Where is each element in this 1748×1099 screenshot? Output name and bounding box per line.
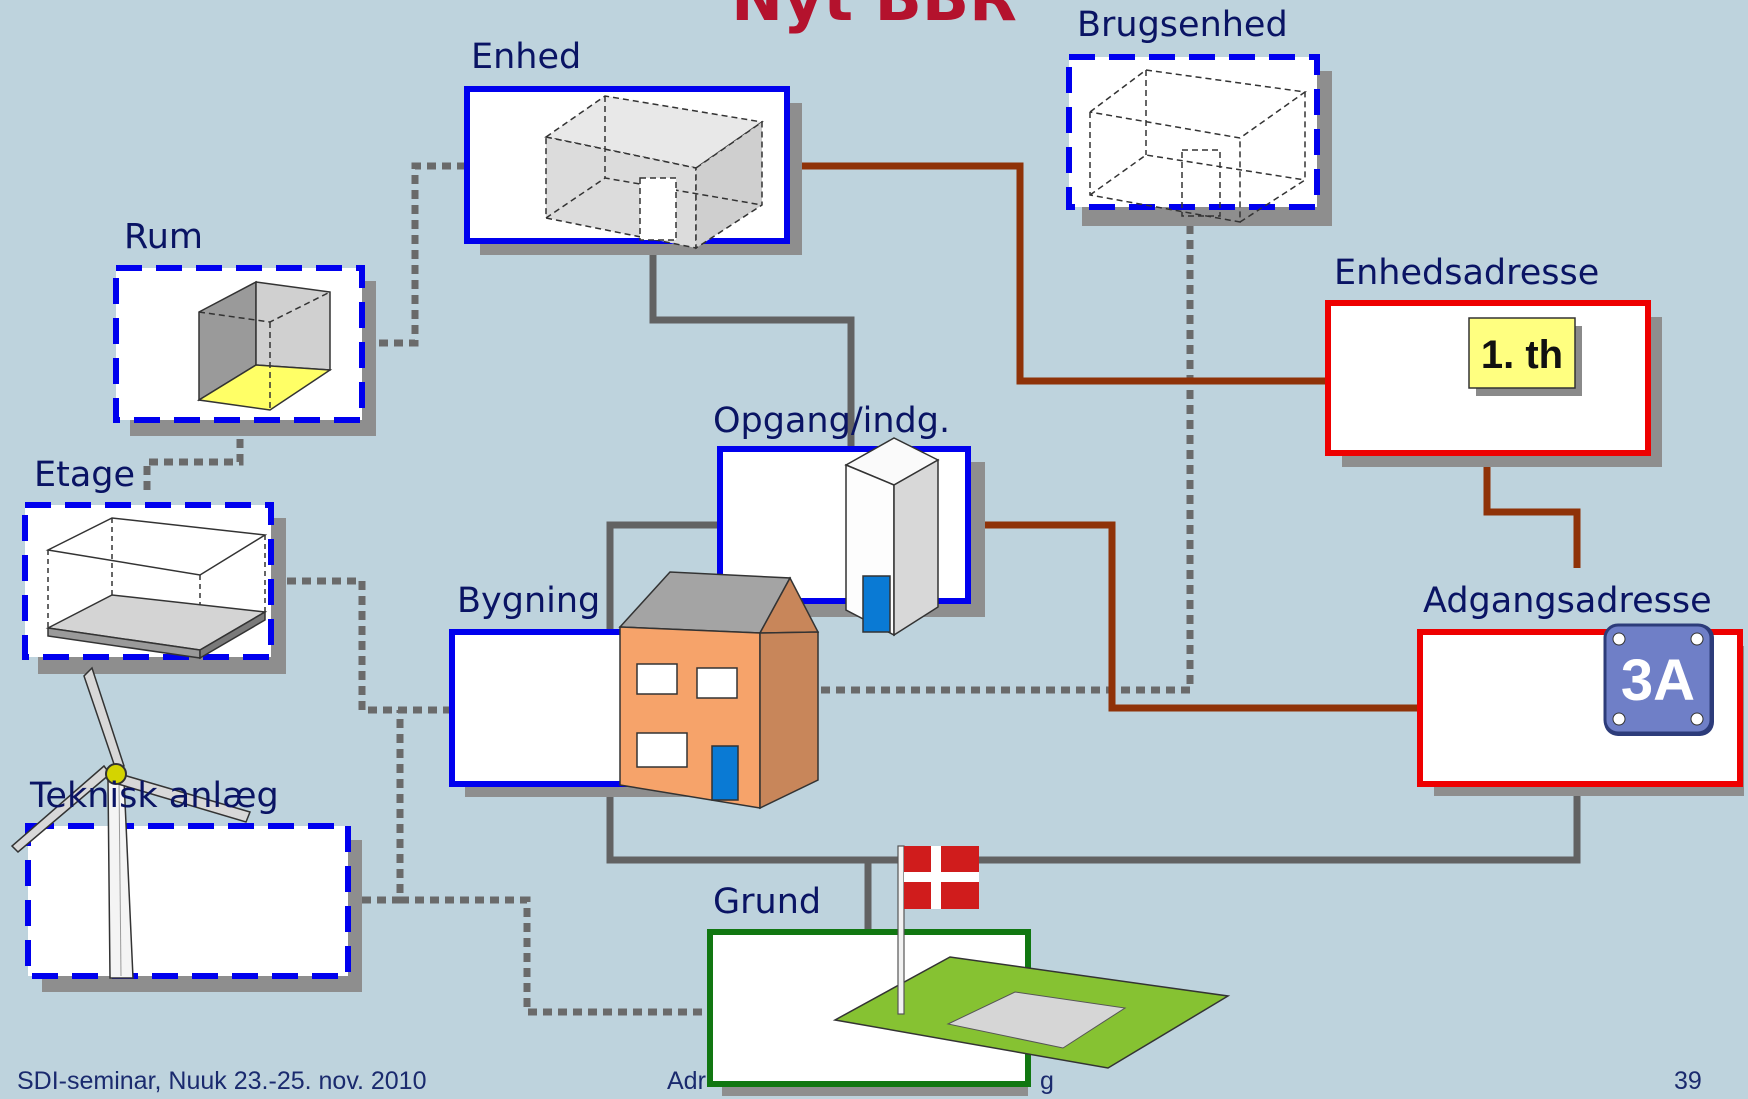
box-brugsenhed[interactable] xyxy=(1066,54,1332,226)
connector-enhed-opgang xyxy=(649,244,855,447)
house-number-plate: 3A xyxy=(1603,623,1714,736)
page-number: 39 xyxy=(1674,1067,1702,1095)
land-plot-icon xyxy=(832,956,1231,1069)
house-icon xyxy=(618,571,820,810)
stairwell-icon xyxy=(844,437,940,637)
connectors-gray xyxy=(606,244,1581,932)
footer-event: SDI-seminar, Nuuk 23.-25. nov. 2010 xyxy=(17,1067,427,1095)
connector-brugsenhed-bygning xyxy=(818,210,1194,694)
floor-door-sign: 1. th xyxy=(1468,317,1582,396)
box-rum[interactable] xyxy=(113,265,376,436)
connectors-dotted xyxy=(143,162,1194,1016)
usage-unit-icon xyxy=(1089,69,1307,223)
box-teknisk-anlaeg[interactable] xyxy=(25,823,362,992)
building-unit-icon xyxy=(544,95,764,250)
label-adgangsadresse: Adgangsadresse xyxy=(1423,581,1712,621)
floor-door-sign-text: 1. th xyxy=(1481,333,1563,377)
box-enhed[interactable] xyxy=(464,86,802,255)
connector-rum-etage xyxy=(143,424,244,495)
label-etage: Etage xyxy=(34,455,136,495)
connector-bygning-grund xyxy=(606,785,872,932)
label-bygning: Bygning xyxy=(457,581,601,621)
floor-plate-icon xyxy=(45,517,268,660)
connector-enhedsadresse-adgangsadresse xyxy=(1483,458,1581,568)
connector-opgang-bygning xyxy=(606,521,720,630)
connector-rum-enhed xyxy=(364,162,465,347)
label-enhedsadresse: Enhedsadresse xyxy=(1334,253,1600,293)
connector-enhed-enhedsadresse xyxy=(787,162,1328,385)
footer-title-end: g xyxy=(1040,1067,1054,1095)
label-opgang: Opgang/indg. xyxy=(713,401,951,441)
connectors-brown xyxy=(787,162,1581,712)
label-rum: Rum xyxy=(124,217,204,257)
wind-turbine-icon xyxy=(10,666,252,979)
box-etage[interactable] xyxy=(22,502,286,674)
label-brugsenhed: Brugsenhed xyxy=(1077,5,1288,45)
connector-opgang-adgangsadresse xyxy=(968,521,1420,712)
box-enhedsadresse[interactable]: 1. th xyxy=(1325,300,1662,467)
slide-title: Nyt BBR xyxy=(0,0,1748,30)
connector-teknisk-grund xyxy=(400,896,710,1016)
label-enhed: Enhed xyxy=(471,37,582,77)
connector-etage-bygning xyxy=(272,577,452,714)
label-grund: Grund xyxy=(713,882,822,922)
danish-flag-icon xyxy=(897,845,979,1015)
house-number-text: 3A xyxy=(1621,648,1695,713)
footer-title-start: Adr xyxy=(667,1067,706,1095)
connector-adgangsadresse-grund xyxy=(868,785,1581,864)
label-teknisk-anlaeg: Teknisk anlæg xyxy=(30,776,279,816)
box-adgangsadresse[interactable]: 3A xyxy=(1417,623,1744,796)
room-icon xyxy=(196,280,333,411)
